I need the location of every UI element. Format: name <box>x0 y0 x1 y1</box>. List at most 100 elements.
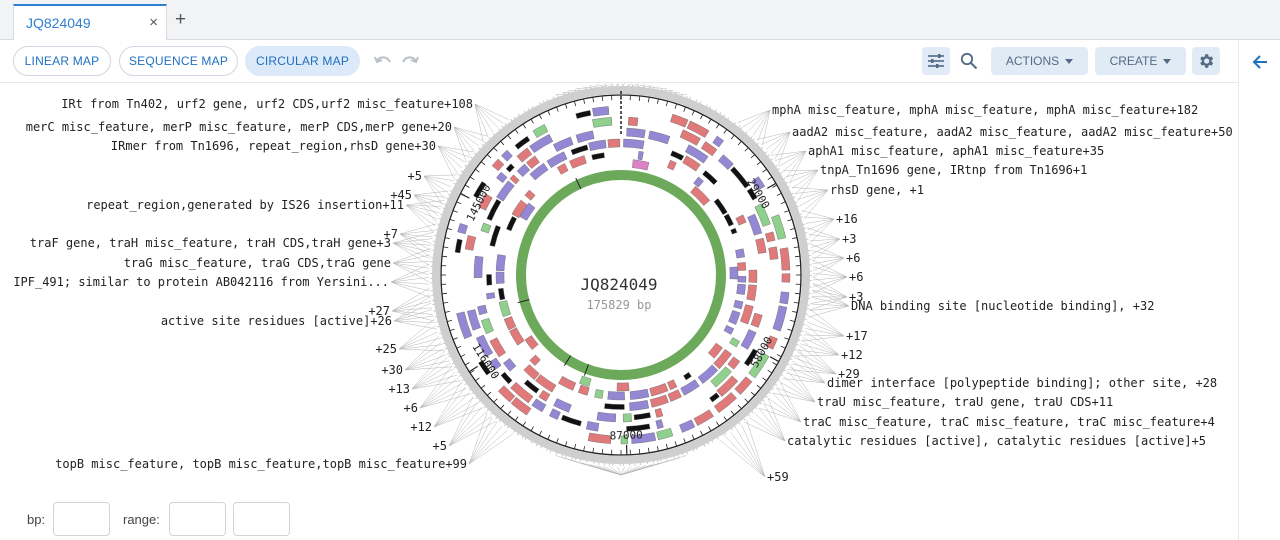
feature-arc[interactable] <box>466 309 481 331</box>
feature-arc[interactable] <box>505 163 515 173</box>
feature-arc[interactable] <box>729 337 740 348</box>
feature-arc[interactable] <box>592 117 613 128</box>
feature-arc[interactable] <box>473 181 487 199</box>
feature-arc[interactable] <box>626 127 646 139</box>
feature-arc[interactable] <box>569 155 587 169</box>
feature-arc[interactable] <box>591 152 605 161</box>
feature-arc[interactable] <box>473 255 484 278</box>
feature-arc[interactable] <box>477 304 488 316</box>
feature-arc[interactable] <box>523 364 540 381</box>
feature-arc[interactable] <box>637 151 644 161</box>
feature-arc[interactable] <box>529 133 554 153</box>
feature-arc[interactable] <box>558 376 577 391</box>
feature-arc[interactable] <box>746 187 758 201</box>
feature-arc[interactable] <box>596 411 617 423</box>
feature-arc[interactable] <box>655 419 664 429</box>
feature-arc[interactable] <box>679 419 696 433</box>
range-start-input[interactable] <box>169 502 226 536</box>
feature-arc[interactable] <box>495 254 506 272</box>
feature-arc[interactable] <box>509 327 525 346</box>
feature-arc[interactable] <box>529 162 549 181</box>
feature-arc[interactable] <box>649 383 669 397</box>
feature-arc[interactable] <box>727 356 741 370</box>
feature-arc[interactable] <box>779 247 791 271</box>
feature-arc[interactable] <box>604 403 625 410</box>
feature-arc[interactable] <box>736 283 746 295</box>
feature-arc[interactable] <box>623 138 645 150</box>
feature-arc[interactable] <box>495 271 505 284</box>
feature-arc[interactable] <box>489 357 502 371</box>
feature-arc[interactable] <box>526 155 540 169</box>
create-button[interactable]: CREATE <box>1095 47 1186 75</box>
feature-arc[interactable] <box>697 364 719 384</box>
feature-arc[interactable] <box>486 292 496 300</box>
feature-arc[interactable] <box>496 180 515 202</box>
sequence-map-button[interactable]: SEQUENCE MAP <box>119 46 238 76</box>
feature-arc[interactable] <box>666 159 677 171</box>
feature-arc[interactable] <box>740 304 754 325</box>
feature-arc[interactable] <box>585 421 600 432</box>
feature-arc[interactable] <box>538 389 551 402</box>
feature-arc[interactable] <box>575 130 595 143</box>
feature-arc[interactable] <box>737 262 747 271</box>
feature-arc[interactable] <box>754 203 771 227</box>
feature-arc[interactable] <box>709 392 720 403</box>
feature-arc[interactable] <box>682 155 701 172</box>
feature-arc[interactable] <box>649 394 669 408</box>
feature-arc[interactable] <box>478 360 492 376</box>
feature-arc[interactable] <box>781 273 791 283</box>
feature-arc[interactable] <box>629 400 650 411</box>
feature-arc[interactable] <box>735 248 745 259</box>
feature-arc[interactable] <box>679 129 701 146</box>
map-settings-button[interactable] <box>922 47 950 75</box>
feature-arc[interactable] <box>616 382 630 392</box>
feature-arc[interactable] <box>556 163 569 175</box>
feature-arc[interactable] <box>622 413 632 423</box>
feature-arc[interactable] <box>503 316 517 331</box>
feature-arc[interactable] <box>524 335 539 350</box>
feature-arc[interactable] <box>707 342 723 359</box>
feature-arc[interactable] <box>771 214 787 240</box>
feature-arc[interactable] <box>768 246 779 260</box>
feature-arc[interactable] <box>570 144 589 156</box>
feature-arc[interactable] <box>772 305 788 332</box>
feature-arc[interactable] <box>765 335 778 350</box>
feature-arc[interactable] <box>628 116 639 127</box>
feature-arc[interactable] <box>683 372 692 381</box>
feature-arc[interactable] <box>532 124 549 138</box>
feature-arc[interactable] <box>755 237 767 254</box>
feature-arc[interactable] <box>710 366 732 388</box>
feature-arc[interactable] <box>509 174 520 185</box>
range-end-input[interactable] <box>233 502 290 536</box>
feature-arc[interactable] <box>531 398 547 413</box>
feature-arc[interactable] <box>728 310 741 325</box>
feature-arc[interactable] <box>491 158 505 172</box>
feature-arc[interactable] <box>523 379 540 394</box>
feature-arc[interactable] <box>454 238 463 254</box>
linear-map-button[interactable]: LINEAR MAP <box>13 46 111 76</box>
feature-arc[interactable] <box>648 130 671 145</box>
feature-arc[interactable] <box>717 154 734 170</box>
feature-arc[interactable] <box>686 120 710 138</box>
feature-arc[interactable] <box>552 136 574 152</box>
feature-arc[interactable] <box>748 269 758 283</box>
feature-arc[interactable] <box>626 423 651 432</box>
feature-arc[interactable] <box>489 225 501 247</box>
feature-arc[interactable] <box>594 389 604 399</box>
undo-icon[interactable] <box>373 52 393 70</box>
feature-arc[interactable] <box>480 222 492 234</box>
feature-arc[interactable] <box>457 223 468 235</box>
feature-arc[interactable] <box>516 147 533 163</box>
feature-arc[interactable] <box>667 379 678 391</box>
feature-arc[interactable] <box>620 435 629 445</box>
feature-arc[interactable] <box>723 325 735 335</box>
actions-button[interactable]: ACTIONS <box>991 47 1088 75</box>
feature-arc[interactable] <box>667 389 682 402</box>
feature-arc[interactable] <box>506 216 517 232</box>
feature-arc[interactable] <box>546 151 568 169</box>
feature-arc[interactable] <box>592 106 610 117</box>
feature-arc[interactable] <box>712 135 724 148</box>
feature-arc[interactable] <box>475 334 494 358</box>
feature-arc[interactable] <box>607 391 625 401</box>
feature-arc[interactable] <box>510 381 534 404</box>
